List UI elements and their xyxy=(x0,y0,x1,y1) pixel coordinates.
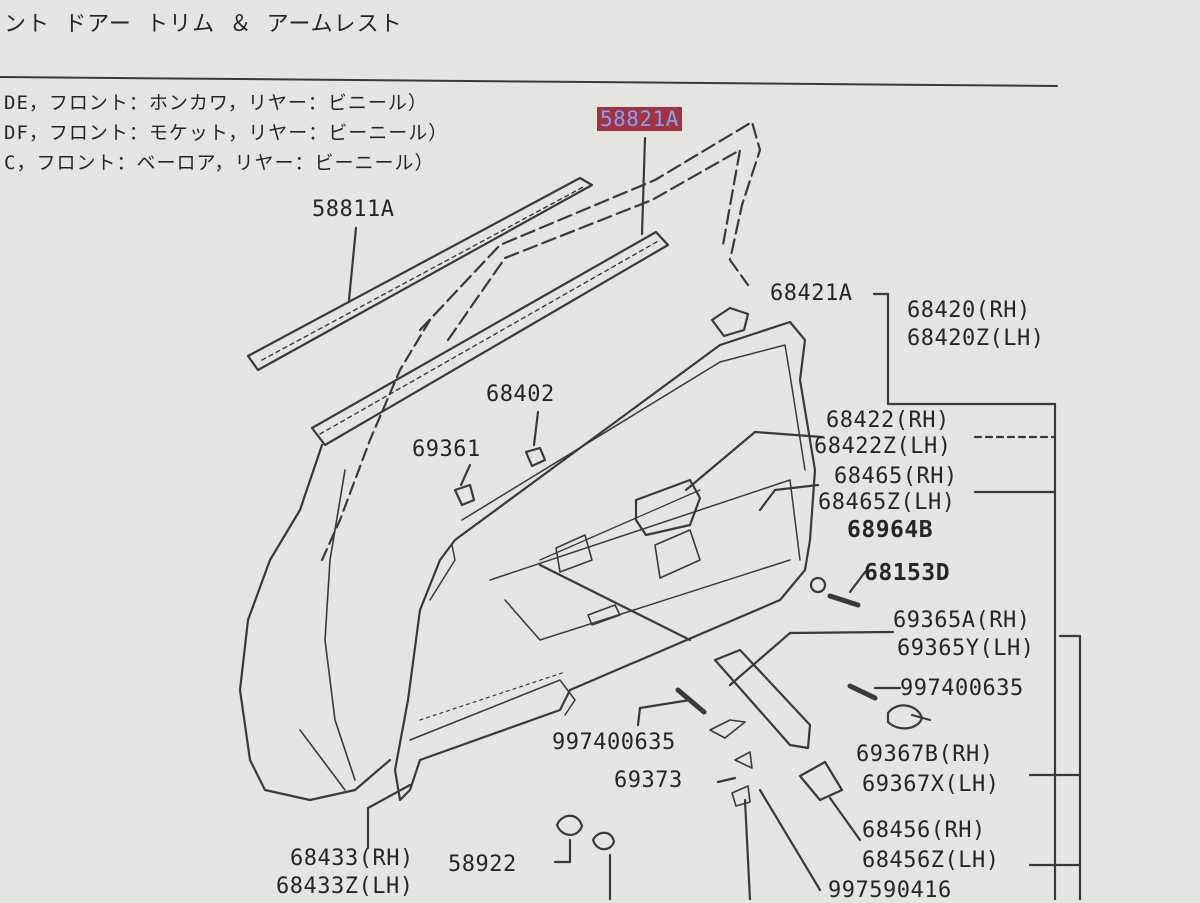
screw-68153D xyxy=(809,576,827,594)
part-label-69365y-lh: 69365Y(LH) xyxy=(897,636,1035,661)
clip-68402 xyxy=(524,446,547,468)
part-label-69373: 69373 xyxy=(614,768,683,793)
note-line-1: DE，フロント：ホンカワ，リヤー：ビニール） xyxy=(4,92,428,114)
note-line-2: DF，フロント：モケット，リヤー：ビーニール） xyxy=(4,122,449,144)
part-label-68456-rh: 68456(RH) xyxy=(862,818,986,843)
part-label-68465-rh: 68465(RH) xyxy=(834,464,958,489)
note-line-3: C，フロント：ベーロア，リヤー：ビーニール） xyxy=(4,152,435,174)
part-label-68964B: 68964B xyxy=(847,517,934,543)
part-label-58922: 58922 xyxy=(448,852,517,877)
part-label-68422-rh: 68422(RH) xyxy=(826,408,950,433)
part-label-68420-rh: 68420(RH) xyxy=(907,298,1031,323)
part-label-69367b-rh: 69367B(RH) xyxy=(856,742,994,767)
part-label-68420z-lh: 68420Z(LH) xyxy=(907,326,1045,351)
part-label-68402: 68402 xyxy=(486,382,555,407)
door-frame-inner xyxy=(446,148,742,342)
part-label-69367x-lh: 69367X(LH) xyxy=(862,772,1000,797)
trim-panel xyxy=(393,320,817,802)
door-frame xyxy=(418,120,762,332)
window-moulding-58811A xyxy=(246,176,594,372)
part-label-997590416: 997590416 xyxy=(828,878,952,903)
page-title: ント ドアー トリム ＆ アームレスト xyxy=(4,12,403,37)
part-label-997400635-right: 997400635 xyxy=(900,676,1024,701)
clip-68421A xyxy=(710,306,750,338)
door-grip xyxy=(634,478,702,537)
part-label-68153D: 68153D xyxy=(864,560,951,586)
part-label-69365a-rh: 69365A(RH) xyxy=(893,608,1031,633)
belt-moulding-58821A xyxy=(310,230,670,447)
part-label-997400635-left: 997400635 xyxy=(552,730,676,755)
part-label-58811A: 58811A xyxy=(312,197,395,222)
part-label-68422z-lh: 68422Z(LH) xyxy=(814,434,952,459)
part-label-69361: 69361 xyxy=(412,437,481,462)
part-label-68433z-lh: 68433Z(LH) xyxy=(276,874,414,899)
header-rule xyxy=(0,76,1058,87)
part-label-68433-rh: 68433(RH) xyxy=(290,846,414,871)
part-label-68456z-lh: 68456Z(LH) xyxy=(862,848,1000,873)
part-label-68421A: 68421A xyxy=(770,281,853,306)
armrest-69365 xyxy=(713,648,812,750)
door-inner-panel xyxy=(238,443,392,802)
clip-69361 xyxy=(453,483,476,507)
part-label-68465z-lh: 68465Z(LH) xyxy=(818,490,956,515)
part-label-58821A-highlighted[interactable]: 58821A xyxy=(597,107,682,131)
